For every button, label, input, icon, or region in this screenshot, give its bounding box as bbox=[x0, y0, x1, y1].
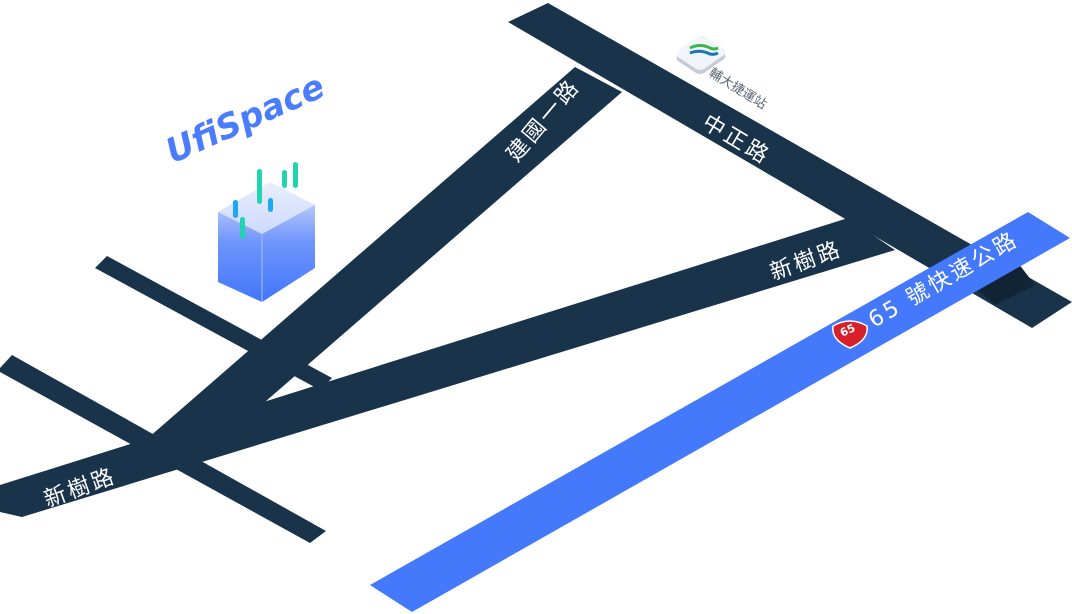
highway-shadow bbox=[975, 263, 1035, 305]
metro-logo-icon bbox=[676, 36, 726, 74]
road-xinshu bbox=[0, 218, 895, 517]
road-jianguo1 bbox=[148, 67, 622, 438]
highway-badge bbox=[832, 320, 868, 349]
highway-65 bbox=[370, 212, 1070, 612]
ufispace-building-icon bbox=[218, 162, 315, 302]
road-zhongzheng bbox=[508, 3, 1072, 328]
